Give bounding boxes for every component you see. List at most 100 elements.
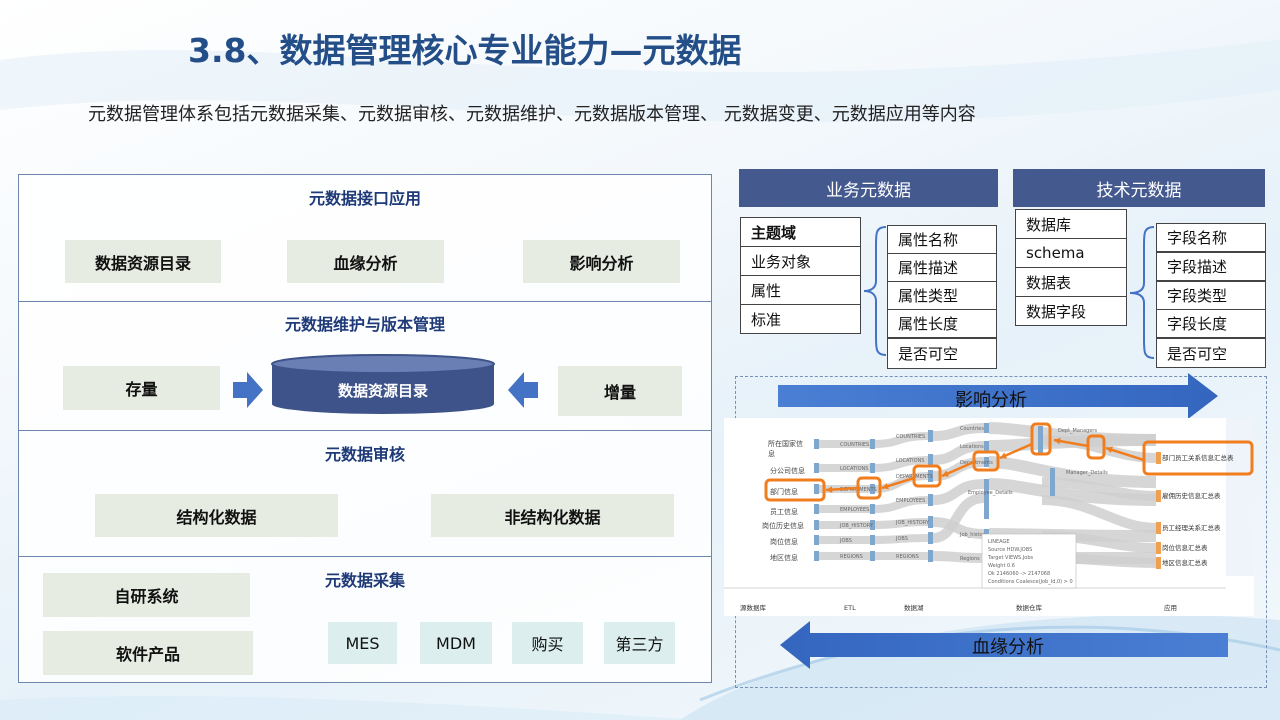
flow-band [932, 479, 985, 505]
warehouse-node-label: Departments [960, 460, 993, 466]
unstructured-data-box: 非结构化数据 [431, 494, 674, 537]
highlight-box [1142, 440, 1254, 476]
etl-node-bar [870, 551, 875, 561]
maintenance-section-title: 元数据维护与版本管理 [284, 315, 445, 334]
technical-field: 字段类型 [1156, 281, 1266, 310]
source-node-bar [814, 439, 819, 449]
etl-node-bar [870, 439, 875, 449]
warehouse-node-label: Regions [960, 556, 980, 562]
lake-node-bar [928, 470, 933, 482]
page-subtitle: 元数据管理体系包括元数据采集、元数据审核、元数据维护、元数据版本管理、 元数据变… [88, 104, 976, 125]
flow-band [874, 518, 929, 529]
database-cylinder-icon [271, 354, 495, 414]
lake-node-bar [928, 516, 933, 528]
source-node-label: 地区信息 [770, 553, 798, 562]
business-item: 属性 [740, 275, 861, 305]
source-node-bar [814, 535, 819, 545]
lineage-tooltip-line: Source HDW.JOBS [988, 547, 1032, 553]
warehouse-node-bar [984, 479, 989, 519]
structured-data-box: 结构化数据 [95, 494, 338, 537]
arrow-right-icon [233, 372, 263, 408]
warehouse-node-label: Employee_Details [968, 490, 1013, 496]
business-item: 业务对象 [740, 246, 861, 276]
highlight-arrowhead-icon [826, 486, 833, 493]
section-divider [18, 556, 712, 557]
lineage-tooltip-line: LINEAGE [988, 539, 1010, 545]
business-attribute: 属性描述 [887, 253, 997, 282]
etl-node-label: EMPLOYEES [840, 507, 869, 513]
lineage-analysis-label: 血缘分析 [972, 637, 1044, 658]
app-node-bar [1156, 542, 1161, 554]
lake-node-label: EMPLOYEES [896, 498, 925, 504]
app-node-label: 岗位信息汇总表 [1162, 543, 1208, 552]
source-node-label: 岗位信息 [770, 537, 798, 546]
etl-node-label: JOB_HISTORY [839, 523, 874, 529]
lake-node-bar [928, 532, 933, 544]
app-node-label: 雇佣历史信息汇总表 [1162, 491, 1221, 500]
flow-band [932, 493, 985, 543]
source-node-label: 所在国家信 [768, 439, 803, 448]
warehouse-node-label: Countries [960, 426, 984, 432]
technical-field: 字段长度 [1156, 309, 1266, 338]
business-item: 主题域 [740, 217, 861, 247]
arrow-left-icon [508, 372, 538, 408]
app-node-bar [1156, 557, 1161, 569]
lake-node-label: LOCATIONS [896, 458, 924, 464]
etl-node-label: LOCATIONS [840, 466, 868, 472]
source-node-label: 岗位历史信息 [762, 521, 804, 530]
business-attribute: 是否可空 [887, 338, 997, 369]
warehouse-node-bar [984, 457, 989, 467]
warehouse-node-bar [984, 441, 989, 451]
etl-node-bar [870, 463, 875, 473]
interface-section-title: 元数据接口应用 [308, 189, 421, 208]
section-divider [18, 301, 712, 302]
mid-node-bar [1038, 426, 1043, 454]
collection-section-title: 元数据采集 [324, 571, 405, 590]
source-tag-mdm: MDM [420, 622, 492, 664]
stage-label: 数据仓库 [1016, 603, 1043, 612]
app-node-bar [1156, 452, 1161, 464]
technical-item: schema [1015, 238, 1127, 268]
brace-icon [1129, 226, 1155, 359]
app-node-bar [1156, 522, 1161, 534]
lake-node-label: REGIONS [896, 554, 919, 560]
lineage-tooltip-box [981, 533, 1077, 589]
technical-field: 字段描述 [1156, 252, 1266, 281]
highlight-box [972, 450, 1000, 472]
flow-band [874, 456, 929, 472]
brace-icon [863, 226, 887, 356]
catalog-cylinder-label: 数据资源目录 [337, 381, 428, 400]
interface-item-impact: 影响分析 [523, 240, 680, 283]
warehouse-node-bar [984, 423, 989, 433]
lineage-arrow-left-icon [780, 621, 1228, 669]
lake-node-label: COUNTRIES [896, 434, 925, 440]
source-tag-purchase: 购买 [512, 622, 583, 664]
business-attribute: 属性长度 [887, 309, 997, 338]
lake-node-bar [928, 494, 933, 506]
in-house-system-box: 自研系统 [43, 573, 250, 617]
flow-band [932, 517, 985, 539]
etl-node-bar [870, 520, 875, 530]
highlight-arrowhead-icon [1000, 452, 1007, 459]
flow-band [874, 534, 929, 544]
source-node-bar [814, 484, 819, 494]
source-node-bar [814, 504, 819, 514]
technical-field: 字段名称 [1156, 223, 1266, 252]
lineage-tooltip-line: Weight 0.6 [988, 563, 1015, 569]
lineage-tooltip-line: Conditions Coalesce(Job_Id,0) > 0 [988, 579, 1073, 585]
technical-item: 数据库 [1015, 209, 1127, 239]
stage-label: 数据湖 [904, 603, 924, 612]
source-tag-third-party: 第三方 [604, 622, 675, 664]
app-node-label: 地区信息汇总表 [1162, 558, 1208, 567]
impact-arrow-right-icon [778, 373, 1218, 419]
stage-label: ETL [844, 604, 856, 612]
lake-node-bar [928, 550, 933, 562]
app-node-label: 部门员工关系信息汇总表 [1162, 453, 1234, 462]
flow-band [932, 423, 985, 441]
interface-item-lineage: 血缘分析 [287, 240, 444, 283]
mid-node-label: Manager_Details [1066, 470, 1108, 476]
software-product-box: 软件产品 [43, 631, 253, 675]
interface-item-catalog: 数据资源目录 [65, 240, 221, 283]
highlight-arrowhead-icon [1054, 437, 1061, 445]
flow-band [1041, 477, 1157, 501]
